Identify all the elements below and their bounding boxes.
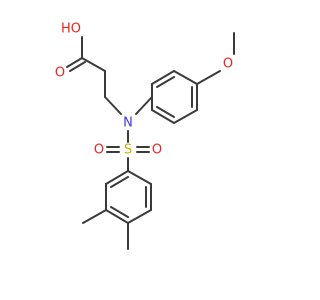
atom-sulfur: S: [124, 143, 132, 158]
ring1-bond-2: [151, 70, 175, 85]
bond-carbonyl-c1: [66, 57, 83, 68]
bond-n-aryl: [135, 96, 153, 115]
bond-carboxyl-ch2: [81, 57, 106, 72]
ring1-bond-5: [173, 109, 198, 124]
ring1-bond-6: [151, 109, 175, 124]
ring1-bond-2-inner: [156, 76, 175, 88]
ring1-bond-6-inner: [156, 106, 175, 118]
structure-canvas: HO O N S O O O: [55, 22, 235, 250]
bond-aryl-omethoxy: [196, 70, 221, 85]
ring2-bond-6: [127, 170, 152, 185]
molecule-diagram: HO O N S O O O: [55, 22, 235, 250]
ring2-bond-4: [127, 209, 152, 224]
bond-ch2-n: [104, 96, 122, 115]
ring2-bond-3: [105, 209, 129, 224]
ring2-bond-1: [105, 170, 129, 185]
atom-carbonyl-oxygen: O: [55, 66, 65, 81]
ring1-bond-3: [173, 70, 198, 85]
bond-carbonyl-c2: [69, 61, 86, 72]
ring2-bond-1-inner: [110, 176, 129, 188]
bond-methyl-3: [82, 209, 107, 224]
atom-methoxy-oxygen: O: [223, 57, 233, 72]
atom-sulfonyl-oxygen-right: O: [152, 143, 162, 158]
atom-sulfonyl-oxygen-left: O: [94, 143, 104, 158]
atom-hydroxyl: HO: [61, 22, 81, 37]
ring2-bond-3-inner: [110, 206, 129, 218]
atom-nitrogen: N: [123, 116, 133, 131]
